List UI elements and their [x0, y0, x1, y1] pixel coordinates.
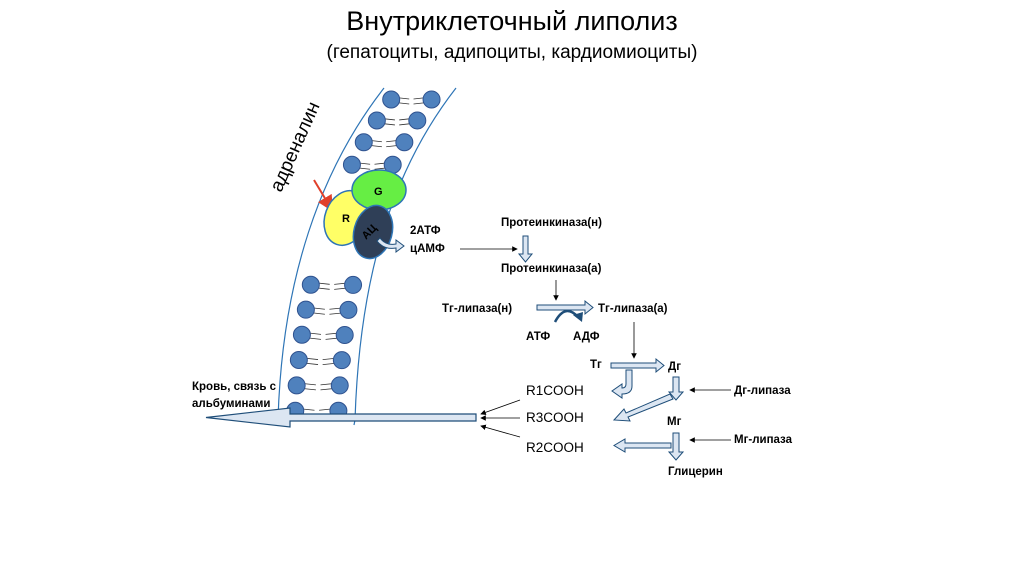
receptor-r-letter: R [342, 213, 350, 225]
blood-label-line1: Кровь, связь с [192, 381, 277, 393]
fa2-arrow [480, 424, 521, 438]
lipid-head [287, 376, 306, 395]
hormone-label: адреналин [266, 99, 324, 195]
atp-label: АТФ [526, 331, 550, 343]
lipid-head [344, 275, 363, 294]
dg-release-diagonal-arrow [612, 393, 674, 422]
atp-adp-curved-arrowhead [573, 312, 583, 322]
mg-to-glycerol-block-arrow [667, 432, 685, 461]
mg-label: Мг [667, 416, 682, 428]
lipid-head [330, 376, 349, 395]
lipid-head [395, 133, 414, 152]
lipid-head [382, 90, 401, 109]
lipid-head [301, 275, 320, 294]
page-subtitle: (гепатоциты, адипоциты, кардиомиоциты) [326, 42, 698, 63]
membrane-outer-line [276, 87, 385, 426]
dg-to-mg-block-arrow [667, 376, 685, 401]
tg-lipase-inactive-label: Тг-липаза(н) [442, 303, 512, 315]
fa1-arrow [480, 399, 521, 416]
lipid-head [354, 133, 373, 152]
blood-label-line2: альбуминами [192, 398, 270, 410]
lipid-head [342, 155, 361, 174]
lipid-head [292, 325, 311, 344]
camp-label: цАМФ [410, 243, 445, 255]
lipid-head [296, 300, 315, 319]
lipid-head [335, 325, 354, 344]
fatty-acid-r2-label: R2COOH [526, 440, 584, 455]
atp2-label: 2АТФ [410, 225, 441, 237]
lipid-bilayer [286, 90, 441, 420]
lipase-activation-block-arrow [536, 299, 594, 316]
adp-label: АДФ [573, 331, 600, 343]
lipid-head [339, 300, 358, 319]
pk-activation-block-arrow [517, 235, 534, 263]
mg-lipase-label: Мг-липаза [734, 434, 793, 446]
protein-kinase-active-label: Протеинкиназа(а) [501, 263, 602, 275]
fatty-acid-r1-label: R1COOH [526, 383, 584, 398]
dg-label: Дг [668, 361, 681, 373]
camp-block-arrow [376, 237, 405, 253]
page-title: Внутриклеточный липолиз [346, 6, 678, 36]
lipid-head [332, 351, 351, 370]
blood-export-arrow [205, 407, 477, 428]
dg-lipase-label: Дг-липаза [734, 385, 791, 397]
fatty-acid-r3-label: R3COOH [526, 410, 584, 425]
lipid-head [289, 351, 308, 370]
tg-lipase-active-label: Тг-липаза(а) [598, 303, 668, 315]
g-protein-letter: G [374, 186, 383, 198]
tg-to-dg-block-arrow [610, 357, 665, 374]
tg-label: Тг [590, 359, 602, 371]
protein-kinase-inactive-label: Протеинкиназа(н) [501, 217, 602, 229]
glycerol-label: Глицерин [668, 466, 723, 478]
lipid-head [422, 90, 441, 109]
atp-adp-curved-arrow [553, 309, 579, 323]
lipid-head [367, 111, 386, 130]
tg-release-bent-arrow [611, 369, 633, 399]
mg-release-arrow [613, 438, 672, 453]
lipid-head [408, 111, 427, 130]
